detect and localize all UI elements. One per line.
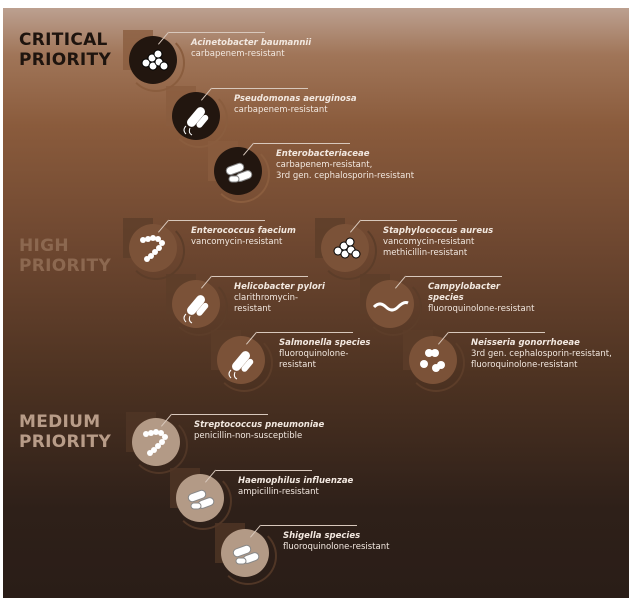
resistance-text: vancomycin-resistant — [383, 237, 475, 247]
leader-line — [261, 525, 357, 526]
resistance-text: resistant — [234, 304, 272, 314]
pathogen-name: Campylobacter species — [428, 282, 501, 303]
pathogen-circle — [129, 36, 177, 84]
leader-line — [172, 414, 268, 415]
leader-line — [257, 332, 353, 333]
resistance-text: resistant — [279, 360, 317, 370]
pathogen-circle — [409, 336, 457, 384]
high-heading-line: HIGH — [19, 236, 69, 256]
pathogen-name: Streptococcus pneumoniae — [194, 420, 325, 430]
accent-arc — [319, 222, 377, 280]
medium-heading-line: PRIORITY — [19, 432, 112, 452]
pathogen-circle — [366, 280, 414, 328]
flagellated-rod-icon — [183, 295, 209, 324]
high-heading-line: PRIORITY — [19, 256, 112, 276]
medium-heading-line: MEDIUM — [19, 412, 101, 432]
pathogen-name: Helicobacter pylori — [234, 282, 325, 292]
pathogen-circle — [129, 224, 177, 272]
pathogen-circle — [221, 529, 269, 577]
critical-heading-line: PRIORITY — [19, 50, 112, 70]
resistance-text: carbapenem-resistant, — [276, 160, 373, 170]
flagellated-rod-icon — [183, 107, 209, 136]
spiral-bacterium-icon — [372, 301, 409, 312]
pathogen-circle — [217, 336, 265, 384]
resistance-text: clarithromycin- — [234, 293, 299, 303]
leader-line — [216, 470, 312, 471]
accent-arc — [130, 416, 188, 474]
resistance-text: fluoroquinolone-resistant — [471, 360, 578, 370]
pathogen-circle — [214, 147, 262, 195]
pathogen-circle — [176, 474, 224, 522]
accent-arc — [127, 222, 185, 280]
rod-pair-icon — [232, 544, 260, 565]
pathogen-name: Enterococcus faecium — [191, 226, 296, 236]
pathogen-name: Neisseria gonorrhoeae — [471, 338, 580, 348]
pathogen-circle — [132, 418, 180, 466]
accent-arc — [212, 145, 270, 203]
pathogen-name: Pseudomonas aeruginosa — [234, 94, 357, 104]
resistance-text: fluoroquinolone-resistant — [283, 542, 390, 552]
pathogen-name: Staphylococcus aureus — [383, 226, 494, 236]
leader-line — [212, 276, 308, 277]
accent-arc — [215, 334, 273, 392]
cocci-chain-icon — [140, 235, 165, 262]
resistance-text: 3rd gen. cephalosporin-resistant — [276, 171, 415, 181]
leader-line — [169, 32, 265, 33]
flagellated-rod-icon — [228, 351, 254, 380]
resistance-text: carbapenem-resistant — [234, 105, 328, 115]
resistance-text: fluoroquinolone-resistant — [428, 304, 535, 314]
resistance-text: vancomycin-resistant — [191, 237, 283, 247]
cocci-cluster-icon — [141, 49, 169, 71]
accent-arc — [407, 334, 465, 392]
pathogen-circle — [172, 280, 220, 328]
resistance-text: ampicillin-resistant — [238, 487, 319, 497]
leader-line — [406, 276, 502, 277]
leader-line — [361, 220, 457, 221]
resistance-text: carbapenem-resistant — [191, 49, 285, 59]
leader-line — [212, 88, 308, 89]
pathogen-name: Salmonella species — [279, 338, 371, 348]
rod-pair-icon — [225, 162, 253, 183]
leader-line — [169, 220, 265, 221]
diplococci-icon — [420, 349, 445, 372]
accent-arc — [364, 278, 422, 336]
pathogen-name: Enterobacteriaceae — [276, 149, 370, 159]
cocci-chain-icon — [143, 429, 168, 456]
leader-line — [254, 143, 350, 144]
accent-arc — [170, 90, 228, 148]
resistance-text: 3rd gen. cephalosporin-resistant, — [471, 349, 612, 359]
accent-arc — [170, 278, 228, 336]
rod-pair-icon — [187, 489, 215, 510]
resistance-text: fluoroquinolone- — [279, 349, 349, 359]
pathogen-name: Shigella species — [283, 531, 361, 541]
accent-arc — [174, 472, 232, 530]
pathogen-name: Acinetobacter baumannii — [191, 38, 312, 48]
cocci-cluster-icon — [333, 237, 361, 259]
pathogen-circle — [321, 224, 369, 272]
resistance-text: penicillin-non-susceptible — [194, 431, 303, 441]
critical-heading-line: CRITICAL — [19, 30, 108, 50]
pathogen-circle — [172, 92, 220, 140]
resistance-text: methicillin-resistant — [383, 248, 468, 258]
leader-line — [449, 332, 545, 333]
accent-arc — [127, 34, 185, 92]
pathogen-name: Haemophilus influenzae — [238, 476, 354, 486]
accent-arc — [219, 527, 277, 585]
